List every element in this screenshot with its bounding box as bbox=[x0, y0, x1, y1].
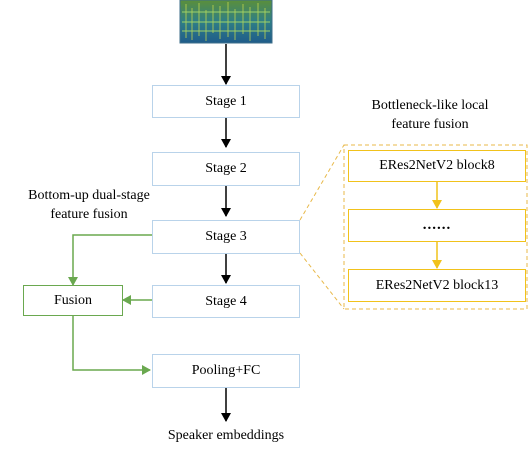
stage-3-box: Stage 3 bbox=[152, 220, 300, 254]
spectrogram-icon bbox=[179, 0, 273, 44]
block13-box: ERes2NetV2 block13 bbox=[348, 269, 526, 302]
local-fusion-region bbox=[343, 144, 528, 310]
left-annotation: Bottom-up dual-stage feature fusion bbox=[0, 186, 178, 224]
ellipsis-label: ...... bbox=[422, 217, 452, 233]
block8-label: ERes2NetV2 block8 bbox=[379, 158, 495, 173]
right-annotation: Bottleneck-like local feature fusion bbox=[340, 96, 520, 134]
left-annotation-line-2: feature fusion bbox=[50, 207, 128, 222]
stage-4-label: Stage 4 bbox=[205, 293, 247, 309]
stage-3-label: Stage 3 bbox=[205, 229, 247, 244]
stage-4-box: Stage 4 bbox=[152, 285, 300, 318]
right-annotation-line-2: feature fusion bbox=[391, 117, 469, 132]
right-annotation-line-1: Bottleneck-like local bbox=[371, 98, 489, 113]
block8-box: ERes2NetV2 block8 bbox=[348, 150, 526, 182]
left-annotation-line-1: Bottom-up dual-stage bbox=[28, 188, 150, 203]
pooling-fc-label: Pooling+FC bbox=[191, 363, 261, 378]
expand-line-top bbox=[299, 144, 345, 221]
pooling-fc-box: Pooling+FC bbox=[152, 354, 300, 388]
stage-2-box: Stage 2 bbox=[152, 152, 300, 186]
block13-label: ERes2NetV2 block13 bbox=[375, 277, 499, 293]
output-label: Speaker embeddings bbox=[167, 428, 285, 443]
fusion-label: Fusion bbox=[53, 292, 93, 308]
stage-1-label: Stage 1 bbox=[205, 93, 247, 109]
arrow-fusion-pooling bbox=[72, 316, 151, 375]
arrow-stage3-fusion bbox=[68, 234, 152, 286]
ellipsis-box: ...... bbox=[348, 209, 526, 242]
stage-2-label: Stage 2 bbox=[205, 161, 247, 176]
fusion-box: Fusion bbox=[23, 285, 123, 316]
stage-1-box: Stage 1 bbox=[152, 85, 300, 118]
expand-line-bottom bbox=[299, 252, 345, 310]
